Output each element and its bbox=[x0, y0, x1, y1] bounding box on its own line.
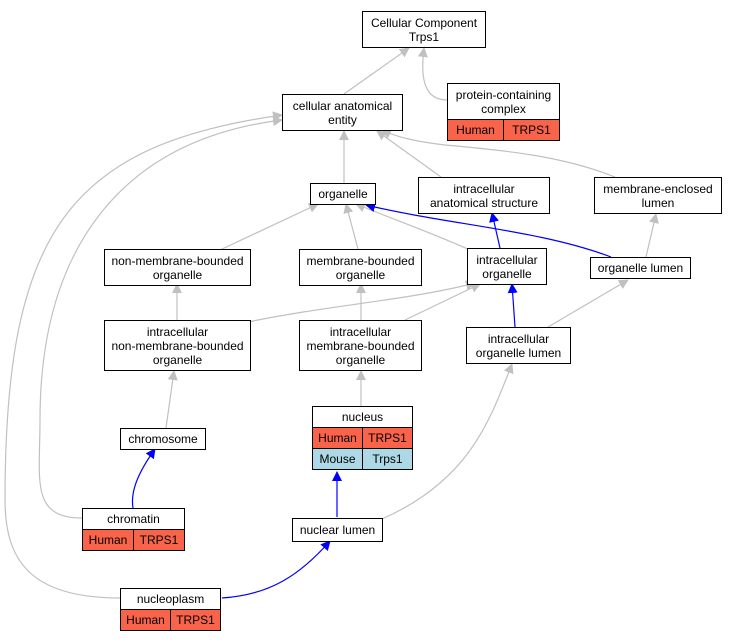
edge-imbo-to-io bbox=[404, 283, 481, 321]
edge-chromatin-to-cae bbox=[38, 116, 283, 519]
node-label: membrane-enclosed lumen bbox=[603, 181, 713, 210]
edge-iol-to-io bbox=[507, 283, 518, 328]
edge-inmbo-to-io bbox=[247, 280, 476, 323]
species-cell: Human bbox=[448, 120, 503, 140]
species-cell: Mouse bbox=[313, 449, 362, 469]
edge-ias-to-cae bbox=[376, 130, 442, 178]
node-label: Cellular Component Trps1 bbox=[370, 15, 478, 44]
node-membrane-bounded-organelle[interactable]: membrane-bounded organelle bbox=[299, 249, 422, 286]
node-organelle-lumen[interactable]: organelle lumen bbox=[590, 257, 691, 279]
edge-ol-to-organelle bbox=[365, 202, 612, 258]
node-label: nucleoplasm bbox=[136, 592, 205, 606]
edge-nuclear-lumen-to-iol bbox=[381, 363, 514, 520]
node-organelle[interactable]: organelle bbox=[310, 183, 376, 205]
node-label: chromosome bbox=[128, 432, 198, 446]
node-chromosome[interactable]: chromosome bbox=[120, 428, 206, 450]
edge-nmbo-to-organelle bbox=[219, 203, 319, 251]
edge-chromosome-to-inmbo bbox=[165, 370, 178, 429]
node-label: intracellular organelle bbox=[476, 252, 538, 281]
node-label: intracellular anatomical structure bbox=[429, 181, 539, 210]
gene-cell: TRPS1 bbox=[133, 530, 184, 550]
edge-mel-to-cae bbox=[381, 129, 616, 178]
species-cell: Human bbox=[313, 428, 362, 448]
gene-cell: Trps1 bbox=[362, 449, 412, 469]
node-intracellular-anatomical-structure[interactable]: intracellular anatomical structure bbox=[418, 177, 550, 214]
node-label: organelle bbox=[318, 187, 368, 201]
node-label: chromatin bbox=[107, 512, 160, 526]
node-label: intracellular organelle lumen bbox=[475, 331, 562, 360]
node-label: membrane-bounded organelle bbox=[306, 253, 415, 282]
edge-nucleoplasm-to-nuclear-lumen bbox=[221, 540, 331, 599]
node-label: intracellular membrane-bounded organelle bbox=[306, 324, 415, 367]
node-label: organelle lumen bbox=[597, 261, 684, 275]
node-intracellular-membrane-bounded-organelle[interactable]: intracellular membrane-bounded organelle bbox=[299, 320, 422, 371]
gene-cell: TRPS1 bbox=[362, 428, 412, 448]
node-membrane-enclosed-lumen[interactable]: membrane-enclosed lumen bbox=[594, 177, 722, 214]
edge-io-to-ias bbox=[489, 212, 501, 249]
node-label: non-membrane-bounded organelle bbox=[111, 253, 244, 282]
node-chromatin[interactable]: chromatin Human TRPS1 bbox=[82, 508, 185, 551]
edge-iol-to-ol bbox=[547, 279, 629, 328]
node-intracellular-non-membrane-bounded-organelle[interactable]: intracellular non-membrane-bounded organ… bbox=[104, 320, 251, 371]
gene-cell: TRPS1 bbox=[503, 120, 559, 140]
species-cell: Human bbox=[83, 530, 133, 550]
species-cell: Human bbox=[121, 610, 170, 630]
node-label: nucleus bbox=[341, 410, 384, 424]
node-intracellular-organelle-lumen[interactable]: intracellular organelle lumen bbox=[466, 327, 571, 364]
node-label: cellular anatomical entity bbox=[292, 98, 393, 127]
node-label: intracellular non-membrane-bounded organ… bbox=[111, 324, 244, 367]
edge-complex-to-cc bbox=[417, 47, 448, 101]
node-nucleoplasm[interactable]: nucleoplasm Human TRPS1 bbox=[120, 588, 221, 631]
edge-chromatin-to-chromosome bbox=[131, 448, 156, 509]
edge-cae-to-cc bbox=[343, 47, 410, 95]
gene-cell: TRPS1 bbox=[170, 610, 220, 630]
edge-nucleoplasm-to-cae bbox=[4, 111, 283, 599]
node-label: nuclear lumen bbox=[299, 523, 376, 537]
node-non-membrane-bounded-organelle[interactable]: non-membrane-bounded organelle bbox=[104, 249, 251, 286]
node-label: protein-containing complex bbox=[455, 87, 552, 116]
node-intracellular-organelle[interactable]: intracellular organelle bbox=[467, 248, 547, 285]
edge-mel-lumen-to-mel bbox=[645, 213, 659, 258]
edge-mbo-to-organelle bbox=[343, 203, 359, 250]
node-cellular-anatomical-entity[interactable]: cellular anatomical entity bbox=[282, 94, 403, 131]
node-protein-containing-complex[interactable]: protein-containing complex Human TRPS1 bbox=[447, 83, 560, 141]
node-nuclear-lumen[interactable]: nuclear lumen bbox=[292, 518, 383, 542]
node-cellular-component[interactable]: Cellular Component Trps1 bbox=[362, 11, 486, 48]
node-nucleus[interactable]: nucleus Human TRPS1 Mouse Trps1 bbox=[312, 406, 413, 470]
